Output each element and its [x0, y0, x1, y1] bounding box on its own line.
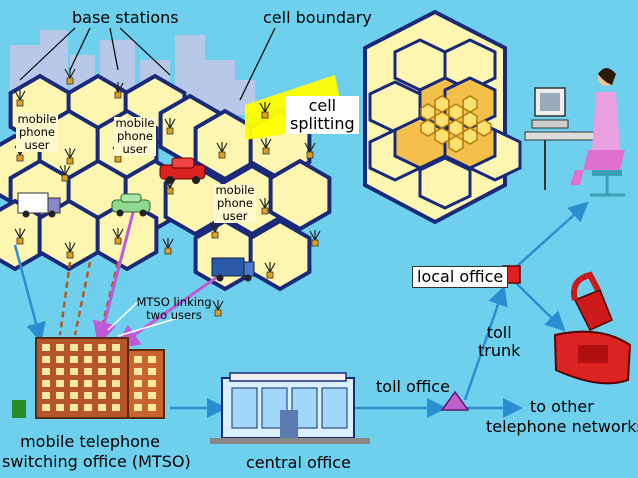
tiny-cell-hex	[434, 95, 450, 113]
phone-line: phone	[217, 196, 253, 210]
toll-trunk-line2: trunk	[478, 341, 521, 360]
mtso-line1: mobile telephone	[20, 432, 160, 451]
toll-trunk-line1: toll	[486, 323, 512, 342]
antenna-icon	[216, 142, 228, 159]
antenna-icon	[64, 242, 76, 259]
mobile-line: mobile	[215, 183, 255, 197]
label-cell-boundary: cell boundary	[263, 8, 372, 27]
antenna-icon	[309, 230, 321, 247]
label-pointer-lines	[19, 27, 276, 101]
car-icon	[111, 193, 151, 217]
user-line: user	[122, 142, 148, 156]
mtso-link-lines	[92, 204, 221, 349]
antenna-icon	[304, 142, 316, 159]
label-to-other-networks: to other telephone networks	[486, 397, 638, 437]
tiny-cell-hex	[420, 103, 436, 121]
mobile-line: mobile	[17, 112, 57, 126]
arrows	[13, 201, 589, 418]
to-other-line2: telephone networks	[486, 417, 638, 436]
label-toll-trunk: toll trunk	[478, 324, 520, 360]
antenna-icon	[112, 228, 124, 245]
antenna-icon	[259, 102, 271, 119]
tiny-cell-hex	[462, 127, 478, 145]
van-icon	[211, 257, 255, 282]
label-toll-office: toll office	[376, 377, 450, 396]
mtso-building-icon	[12, 337, 165, 419]
antenna-icon	[264, 262, 276, 279]
label-mobile-phone-user-1: mobile phone user	[16, 113, 58, 152]
tiny-cell-hex	[420, 119, 436, 137]
antenna-icon	[209, 222, 221, 239]
cell-hex	[268, 158, 332, 232]
label-mobile-phone-user-2: mobile phone user	[114, 117, 156, 156]
tiny-cell-hex	[448, 103, 464, 121]
tiny-cell-hex	[462, 95, 478, 113]
cell-splitting-hexes	[363, 9, 522, 225]
tiny-cell-hex	[448, 135, 464, 153]
label-local-office: local office	[412, 266, 509, 288]
tiny-cell-hex	[448, 119, 464, 137]
phone-line: phone	[19, 125, 55, 139]
antenna-icon	[260, 138, 272, 155]
telephone-icon	[553, 271, 632, 385]
car-icon	[159, 157, 206, 184]
tiny-cell-hex	[462, 111, 478, 129]
user-line: user	[222, 209, 248, 223]
label-base-stations: base stations	[72, 8, 179, 27]
user-line: user	[24, 138, 50, 152]
tiny-cell-hex	[434, 127, 450, 145]
mtso-callout-lines	[107, 299, 179, 337]
antenna-icon	[64, 68, 76, 85]
antenna-icon	[64, 148, 76, 165]
antenna-icon	[259, 198, 271, 215]
label-mobile-phone-user-3: mobile phone user	[214, 184, 256, 223]
antenna-icon	[162, 238, 174, 255]
computer-user-icon	[524, 68, 625, 197]
phone-line: phone	[117, 129, 153, 143]
tiny-cell-hex	[434, 111, 450, 129]
antenna-icon	[59, 165, 71, 182]
label-cell-splitting: cell splitting	[286, 96, 359, 134]
van-icon	[17, 192, 61, 218]
antenna-icon	[212, 300, 224, 317]
label-mtso-linking: MTSO linking two users	[132, 296, 216, 322]
mtso-linking-line2: two users	[146, 308, 202, 322]
antenna-icon	[14, 90, 26, 107]
antenna-icon	[112, 82, 124, 99]
mtso-line2: switching office (MTSO)	[2, 452, 191, 471]
label-cell-splitting-line1: cell	[308, 96, 337, 115]
toll-office-marker	[440, 390, 470, 411]
central-office-building-icon	[210, 372, 370, 444]
tiny-cell-hex	[476, 119, 492, 137]
mobile-line: mobile	[115, 116, 155, 130]
label-mtso: mobile telephone switching office (MTSO)	[2, 432, 191, 472]
mtso-linking-line1: MTSO linking	[136, 295, 212, 309]
antenna-icon	[164, 118, 176, 135]
label-cell-splitting-line2: splitting	[290, 114, 355, 133]
to-other-line1: to other	[530, 397, 594, 416]
antenna-icon	[14, 228, 26, 245]
label-central-office: central office	[246, 453, 351, 472]
antenna-icons	[14, 68, 321, 317]
cell-hex	[248, 218, 312, 292]
